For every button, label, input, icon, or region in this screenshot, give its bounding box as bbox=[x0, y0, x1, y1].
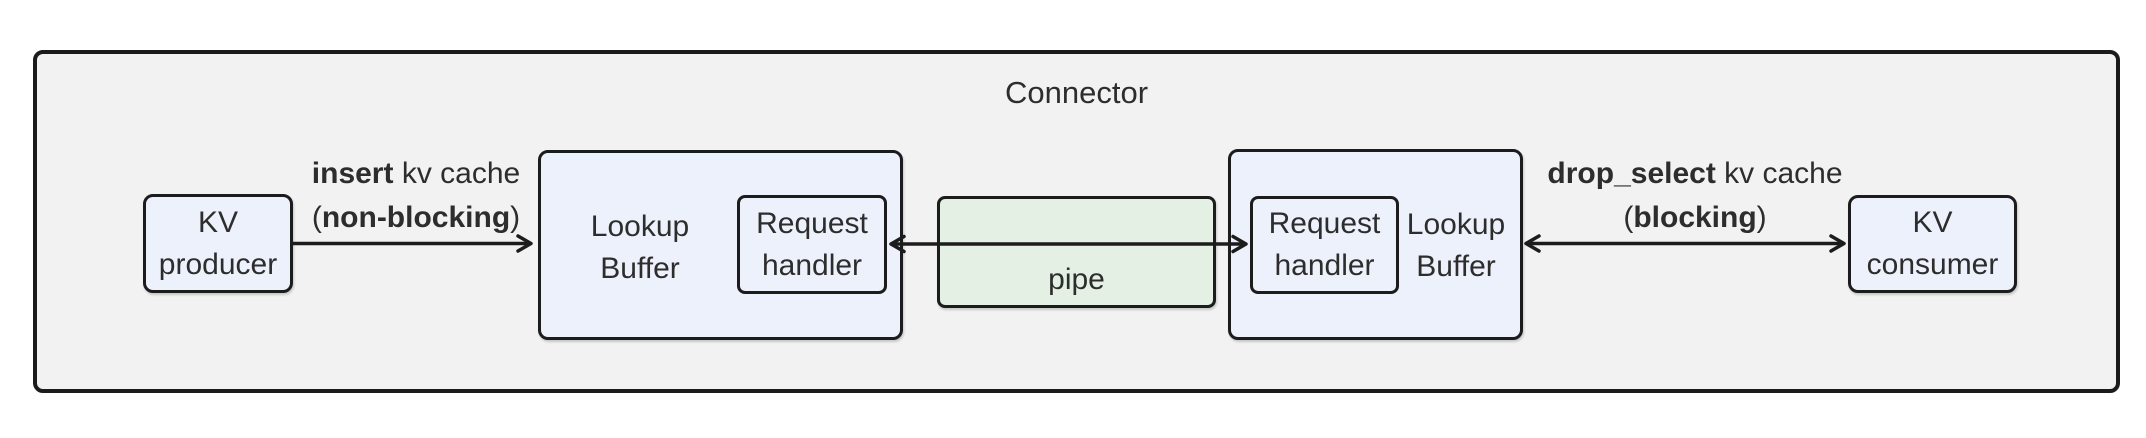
kv-producer-label: KV producer bbox=[158, 205, 278, 281]
connector-title: Connector bbox=[1004, 75, 1149, 110]
insert-edge-label-line2: (non-blocking) bbox=[311, 201, 521, 234]
pipe-node: pipe bbox=[937, 196, 1216, 308]
kv-producer-node: KV producer bbox=[143, 194, 293, 293]
insert-edge-label: insert kv cache (non-blocking) bbox=[283, 152, 549, 240]
request-handler-left-label: Request handler bbox=[756, 206, 868, 282]
lookup-buffer-left-label: Lookup Buffer bbox=[590, 210, 690, 285]
lookup-buffer-right-node: Request handler Lookup Buffer bbox=[1228, 149, 1523, 340]
drop-select-edge-label-line2: (blocking) bbox=[1623, 201, 1767, 234]
request-handler-right-label: Request handler bbox=[1268, 207, 1381, 282]
request-handler-left-node: Request handler bbox=[737, 195, 887, 294]
lookup-buffer-left-node: Lookup Buffer Request handler bbox=[538, 150, 903, 340]
kv-consumer-label: KV consumer bbox=[1866, 206, 1999, 281]
lookup-buffer-right-label: Lookup Buffer bbox=[1406, 208, 1506, 283]
drop-select-edge-label: drop_select kv cache (blocking) bbox=[1535, 152, 1855, 240]
request-handler-right-node: Request handler bbox=[1250, 196, 1399, 294]
drop-select-edge-label-line1: drop_select kv cache bbox=[1547, 157, 1843, 190]
pipe-label: pipe bbox=[1048, 263, 1105, 296]
kv-consumer-node: KV consumer bbox=[1848, 195, 2017, 293]
insert-edge-label-line1: insert kv cache bbox=[311, 157, 521, 190]
